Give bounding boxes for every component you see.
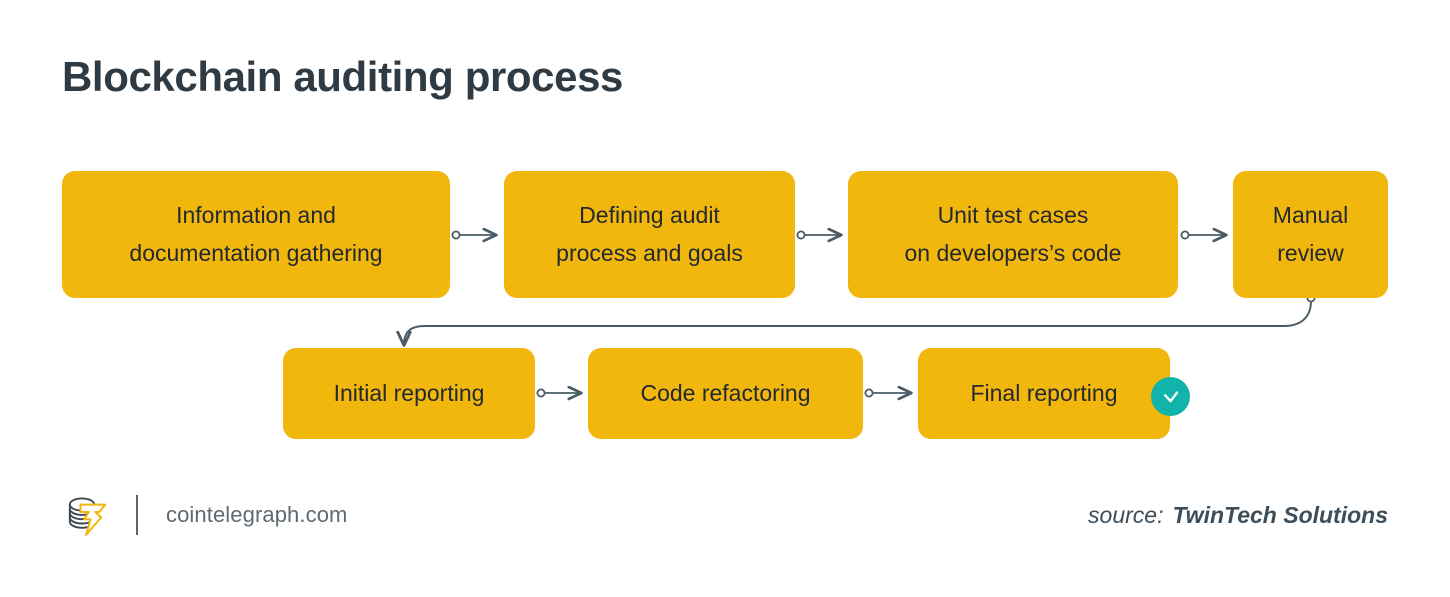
flow-step-initial-reporting[interactable]: Initial reporting: [283, 348, 535, 439]
footer-divider: [136, 495, 138, 535]
footer: cointelegraph.com source: TwinTech Solut…: [0, 480, 1450, 555]
flow-step-label: Information and documentation gathering: [129, 202, 383, 266]
brand-name: cointelegraph.com: [166, 502, 348, 527]
flow-step-defining-audit[interactable]: Defining audit process and goals: [504, 171, 795, 298]
flow-step-label: Code refactoring: [640, 379, 811, 406]
connector-1-to-2: [451, 231, 496, 238]
connector-2-to-3: [796, 231, 841, 238]
check-glyph: [1163, 390, 1178, 402]
brand-block: cointelegraph.com: [62, 480, 347, 550]
page-title: Blockchain auditing process: [62, 53, 623, 100]
flow-step-code-refactoring[interactable]: Code refactoring: [588, 348, 863, 439]
source-label: source:: [1088, 501, 1164, 528]
flow-step-label: Manual review: [1272, 202, 1349, 266]
connector-3-to-4: [1180, 231, 1226, 238]
flow-step-label: Unit test cases on developers’s code: [904, 202, 1122, 266]
flow-step-label: Final reporting: [970, 379, 1118, 406]
connector-5-to-6: [536, 389, 581, 396]
source-name: TwinTech Solutions: [1172, 501, 1388, 528]
flow-step-label: Initial reporting: [333, 379, 485, 406]
connector-4-to-5: [404, 293, 1316, 345]
check-circle-icon: [1151, 377, 1190, 416]
cointelegraph-logo-icon: [68, 497, 107, 536]
flow-step-final-reporting[interactable]: Final reporting: [918, 348, 1170, 439]
source-credit: source: TwinTech Solutions: [1088, 480, 1388, 550]
connector-6-to-7: [864, 389, 911, 396]
flow-step-unit-test-cases[interactable]: Unit test cases on developers’s code: [848, 171, 1178, 298]
flow-step-label: Defining audit process and goals: [556, 202, 743, 266]
flow-step-information-gathering[interactable]: Information and documentation gathering: [62, 171, 450, 298]
flow-step-manual-review[interactable]: Manual review: [1233, 171, 1388, 298]
